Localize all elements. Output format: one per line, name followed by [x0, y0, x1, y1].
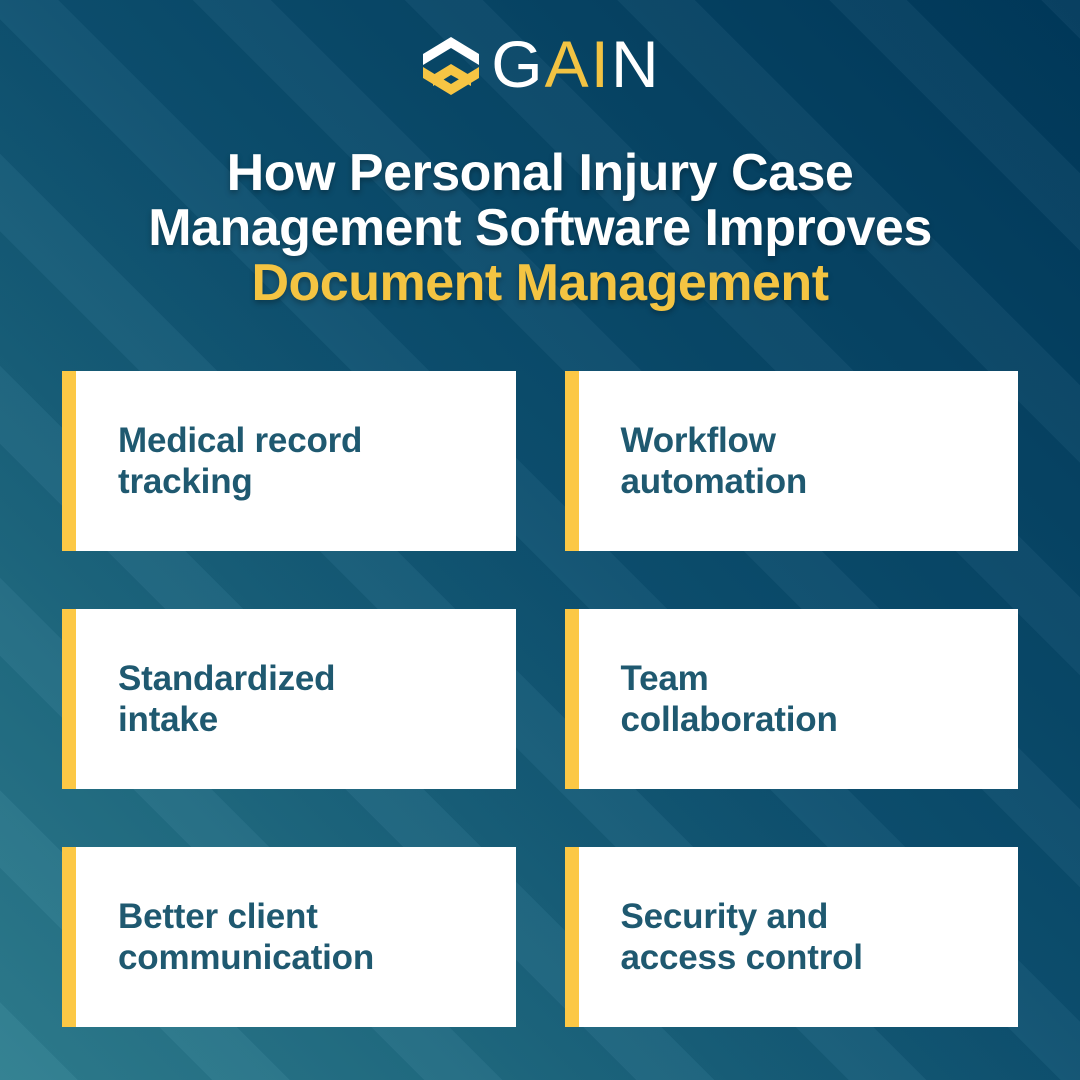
card-label-line-1: Security and [620, 897, 829, 936]
title-highlight: Document Management [251, 254, 829, 312]
card-label: Standardized intake [118, 658, 336, 740]
card-label-line-2: automation [620, 462, 808, 501]
card-label: Better client communication [118, 896, 374, 978]
card-label-line-1: Team [620, 659, 709, 698]
title-line-1: How Personal Injury Case [226, 144, 854, 202]
card-label-line-1: Better client [118, 897, 318, 936]
card-better-client-communication: Better client communication [62, 847, 516, 1027]
brand-logo: GAIN [0, 28, 1080, 100]
brand-letter-i: I [590, 27, 612, 101]
card-label-line-2: collaboration [620, 700, 838, 739]
card-label: Security and access control [620, 896, 864, 978]
page-title: How Personal Injury Case Management Soft… [0, 146, 1080, 311]
brand-letter-a: A [544, 27, 591, 101]
card-label-line-2: intake [118, 700, 218, 739]
brand-name: GAIN [491, 30, 660, 98]
card-standardized-intake: Standardized intake [62, 609, 516, 789]
card-label: Team collaboration [621, 658, 838, 740]
title-line-2: Management Software Improves [148, 199, 932, 257]
card-medical-record-tracking: Medical record tracking [62, 371, 516, 551]
card-label-line-1: Workflow [620, 421, 776, 460]
card-label-line-2: tracking [118, 462, 253, 501]
gain-logo-icon [419, 30, 483, 98]
card-label-line-1: Medical record [118, 421, 363, 460]
card-label: Medical record tracking [118, 420, 362, 502]
card-label-line-1: Standardized [118, 659, 336, 698]
brand-letter-g: G [491, 27, 545, 101]
feature-grid: Medical record tracking Workflow automat… [62, 371, 1018, 1027]
card-label-line-2: access control [620, 938, 864, 977]
brand-letter-n: N [611, 27, 661, 101]
card-workflow-automation: Workflow automation [564, 371, 1018, 551]
card-security-access-control: Security and access control [564, 847, 1018, 1027]
card-team-collaboration: Team collaboration [564, 609, 1018, 789]
card-label: Workflow automation [621, 420, 808, 502]
card-label-line-2: communication [118, 938, 375, 977]
